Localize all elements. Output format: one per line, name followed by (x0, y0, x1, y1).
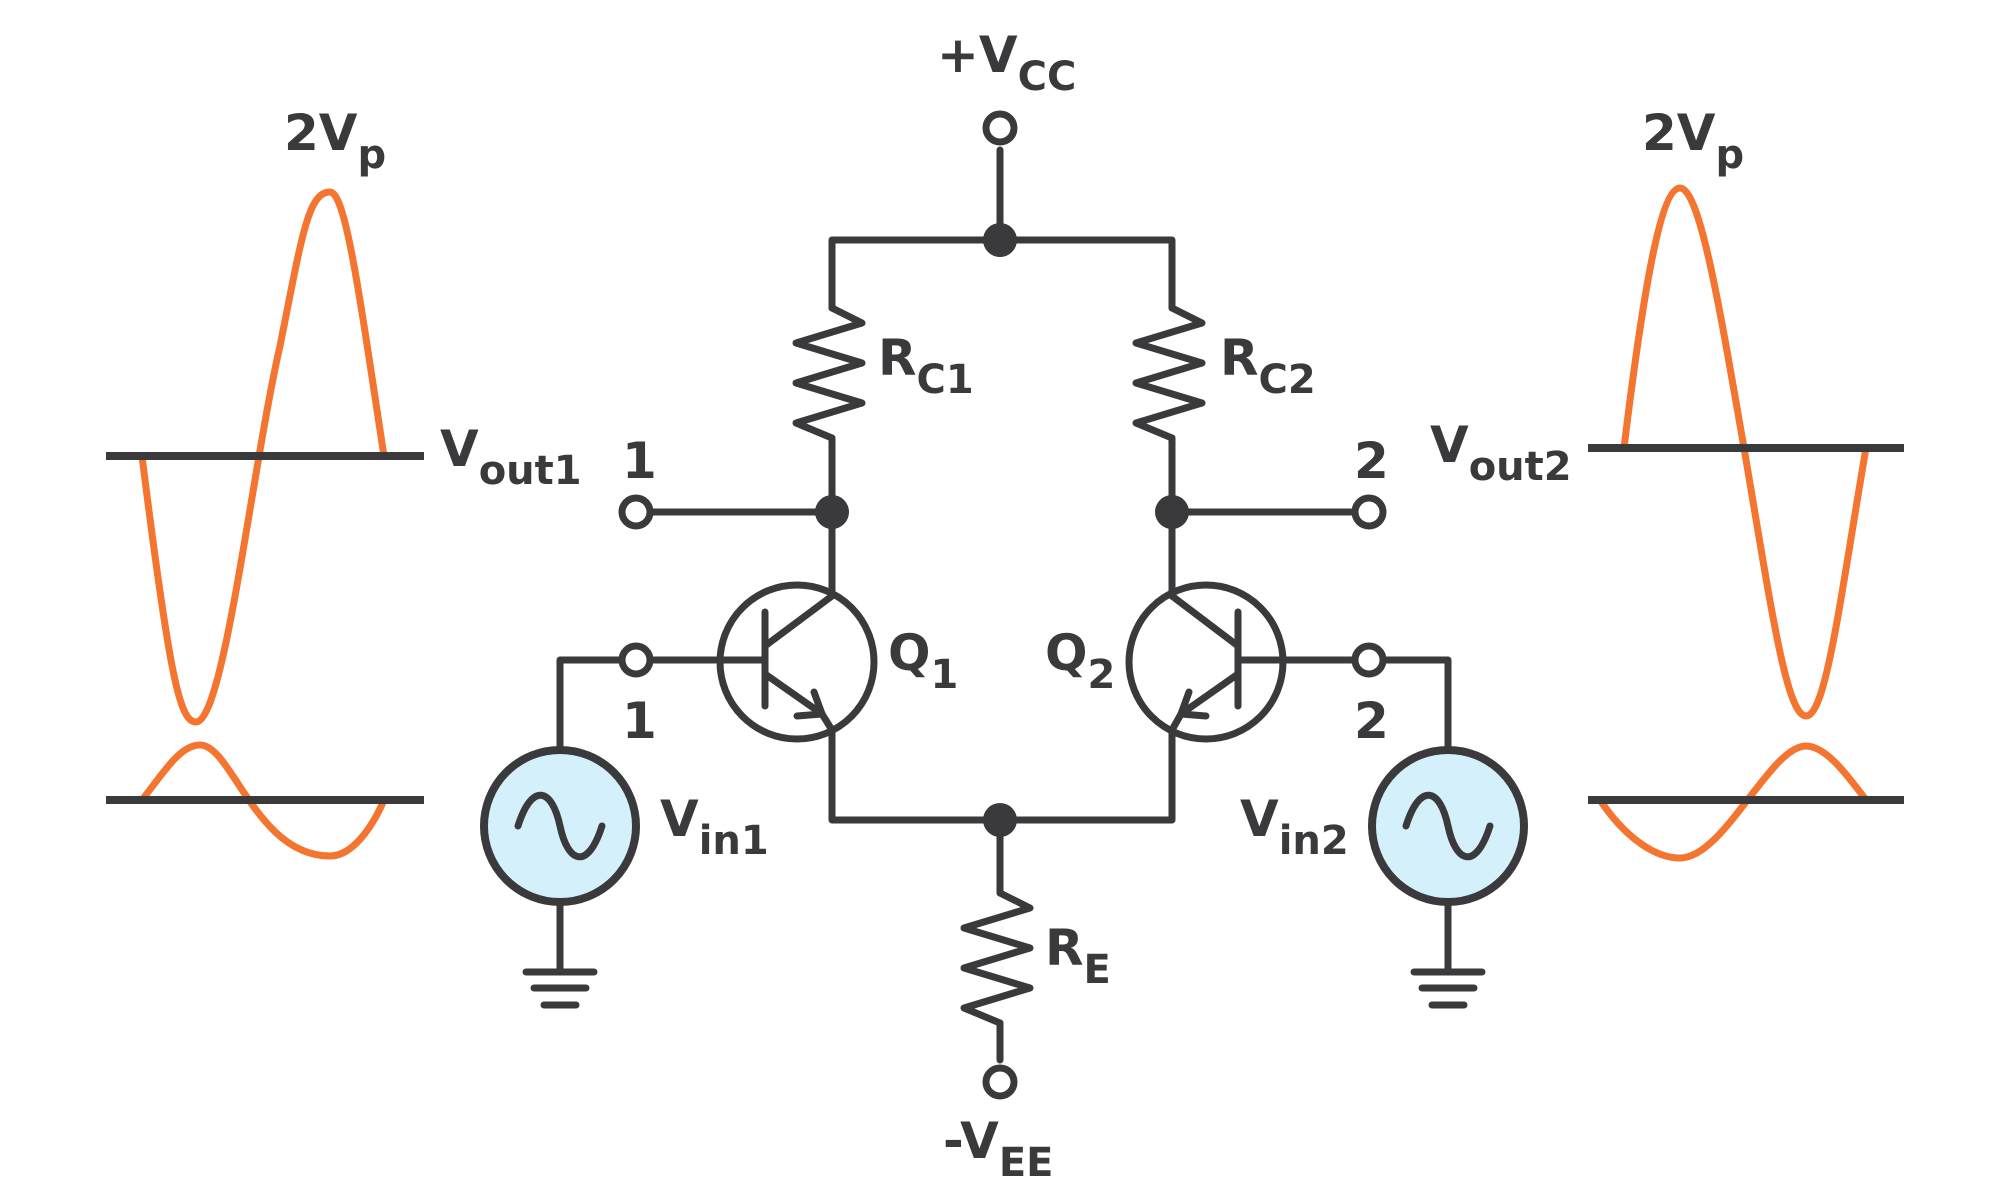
q2-label: Q2 (1045, 624, 1115, 698)
output-2-node (1155, 458, 1387, 600)
vin2-label: Vin2 (1240, 790, 1349, 864)
vcc-label: +VCC (937, 26, 1076, 100)
output-1-label: 1 (622, 432, 657, 490)
rc1-resistor (792, 304, 866, 466)
output-2-terminal[interactable] (1351, 494, 1387, 530)
q1-label: Q1 (888, 624, 958, 698)
collector2-junction-dot (1155, 495, 1189, 529)
top-junction-dot (983, 223, 1017, 257)
ground-1-icon (522, 968, 598, 1009)
re-resistor (960, 816, 1034, 1064)
input-2-circuit (1288, 642, 1528, 1009)
right-waveforms (1588, 184, 1904, 862)
vin2-waveform (1596, 742, 1870, 862)
input-2-label: 2 (1354, 692, 1389, 750)
rc1-label: RC1 (878, 329, 974, 403)
left-waveforms (106, 188, 424, 860)
vin1-label: Vin1 (660, 790, 769, 864)
rc2-label: RC2 (1220, 329, 1316, 403)
vee-terminal[interactable] (982, 1064, 1018, 1100)
vout2-label: Vout2 (1430, 416, 1572, 490)
vin2-sine-icon (1402, 791, 1494, 861)
vcc-terminal[interactable] (982, 110, 1018, 146)
output-1-terminal[interactable] (618, 494, 654, 530)
peak-right-label: 2Vp (1642, 104, 1744, 178)
vout1-label: Vout1 (440, 420, 582, 494)
peak-left-label: 2Vp (284, 104, 386, 178)
output-1-node (618, 458, 849, 600)
input-2-terminal[interactable] (1351, 642, 1387, 678)
ground-2-icon (1410, 968, 1486, 1009)
output-2-label: 2 (1354, 432, 1389, 490)
input-1-circuit (480, 642, 716, 1009)
input-1-label: 1 (622, 692, 657, 750)
q1-transistor (708, 581, 878, 743)
q2-transistor (1125, 581, 1296, 743)
collector1-junction-dot (815, 495, 849, 529)
rc2-resistor (1132, 304, 1206, 466)
input-1-terminal[interactable] (618, 642, 654, 678)
re-label: RE (1045, 919, 1111, 993)
vee-label: -VEE (943, 1112, 1053, 1186)
vin1-sine-icon (514, 791, 606, 861)
vout1-waveform (138, 188, 388, 726)
vcc-supply (828, 110, 1176, 312)
